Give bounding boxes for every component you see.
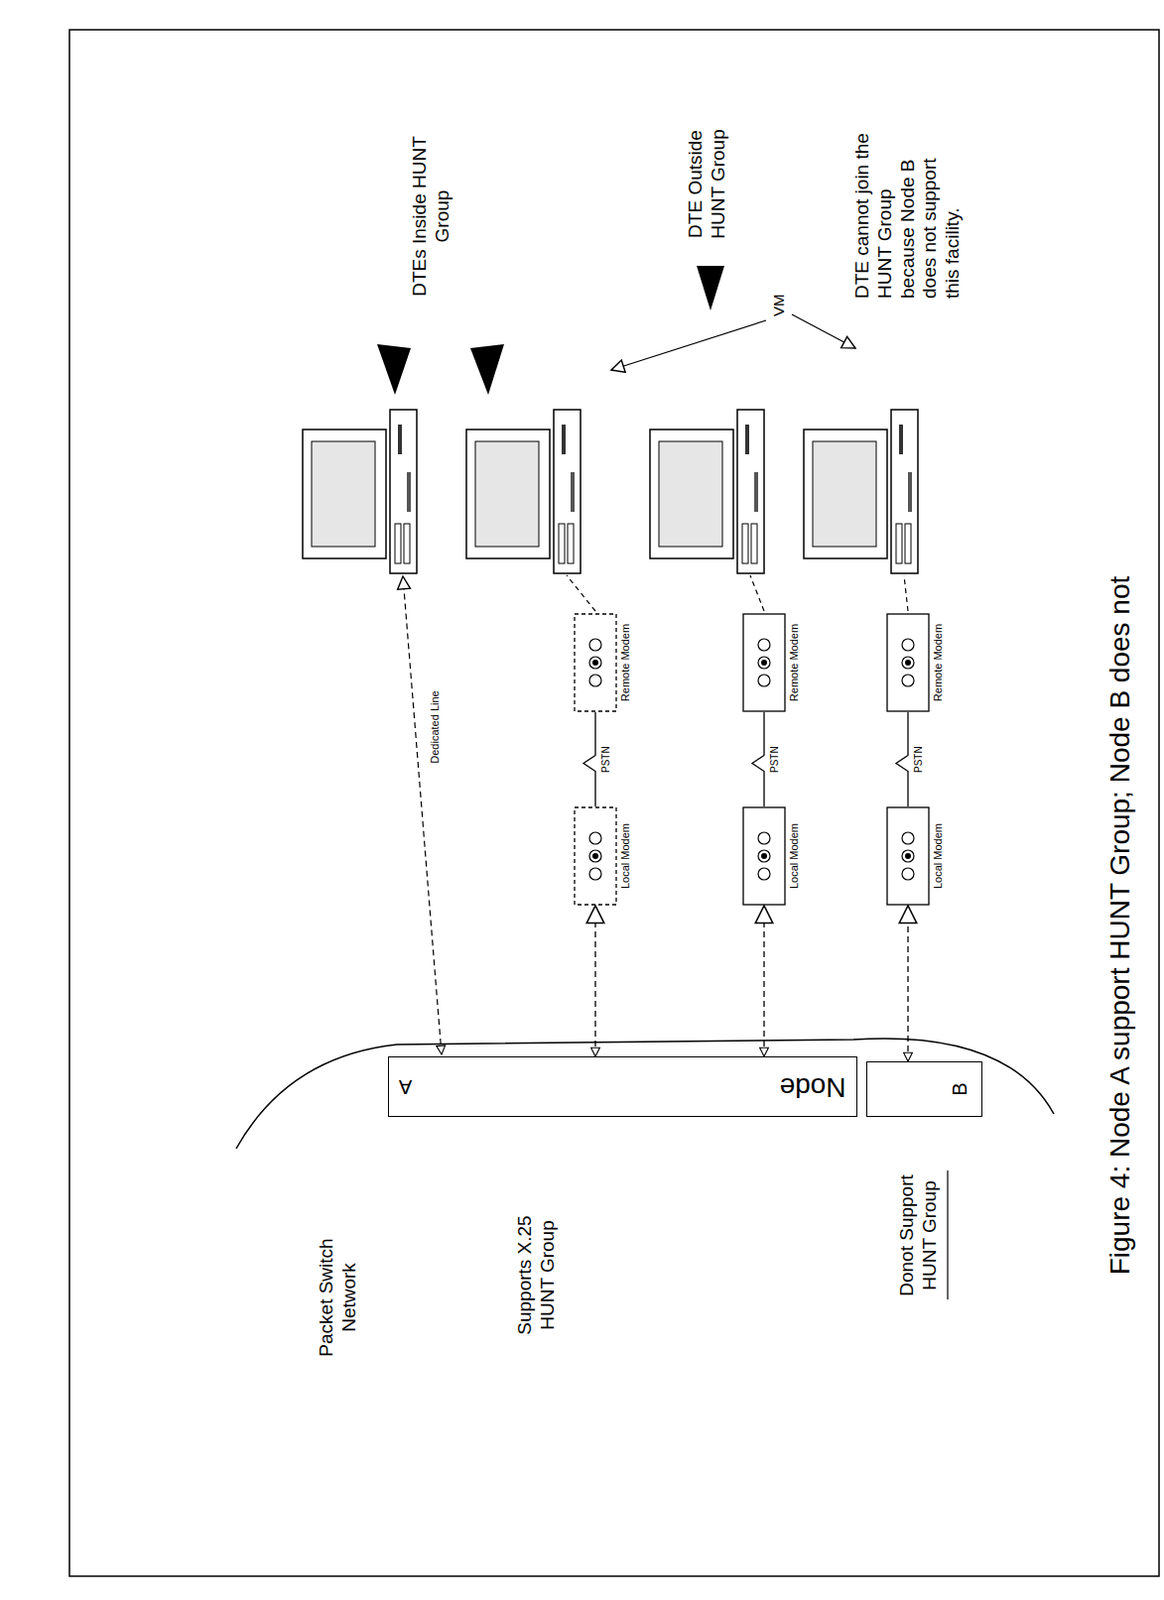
modem-lamp [758, 850, 771, 863]
modem-lamp [905, 659, 911, 666]
modem-label: Remote Modem [787, 624, 801, 702]
modem-symbol [742, 806, 786, 906]
modem-lamp [902, 850, 914, 863]
modem-to-dte-line [750, 575, 765, 612]
modem-lamp [592, 659, 599, 666]
network-node: A Node [388, 1056, 858, 1118]
modem-box: Remote Modem [573, 613, 633, 713]
modem-to-dte-line [904, 575, 908, 612]
edge-label: PSTN [600, 744, 613, 776]
edge-label: PSTN [769, 744, 781, 776]
connector [906, 905, 908, 1062]
connector [752, 712, 765, 807]
modem-symbol [573, 613, 618, 713]
node-label: A [398, 1075, 412, 1099]
computer-symbol [649, 409, 765, 574]
annotation: Supports X.25 HUNT Group [514, 1188, 560, 1363]
annotation: Packet Switch Network [315, 1233, 362, 1363]
annotation: VM [770, 276, 788, 317]
computer-symbol [302, 409, 417, 574]
modem-symbol [886, 806, 930, 906]
modem-lamp [758, 674, 771, 687]
modem-body [743, 807, 785, 906]
modem-lamp [758, 639, 771, 651]
modem-lamp [758, 832, 771, 845]
modem-lamp [905, 853, 911, 860]
pointer-triangle [696, 265, 725, 311]
modem-symbol [573, 806, 618, 906]
modem-label: Local Modem [931, 823, 945, 890]
underline [946, 1170, 948, 1300]
dedicated-line [402, 576, 442, 1055]
modem-lamp [589, 868, 602, 881]
modem-lamp [761, 659, 768, 666]
modem-label: Remote Modem [619, 624, 633, 702]
network-boundary [236, 1038, 1054, 1150]
pointer-triangle [377, 344, 411, 395]
modem-box: Local Modem [742, 806, 801, 906]
modem-body [887, 807, 929, 906]
modem-to-dte-line [566, 575, 596, 612]
connector [896, 712, 908, 807]
modem-lamp [758, 868, 771, 881]
modem-lamp [589, 639, 602, 651]
modem-box: Remote Modem [886, 613, 945, 713]
vm-pointer [611, 320, 767, 371]
modem-label: Remote Modem [931, 624, 945, 702]
annotation: Dedicated Line [428, 682, 442, 773]
modem-box: Remote Modem [742, 613, 801, 713]
node-label: B [948, 1082, 972, 1096]
computer-symbol [466, 409, 581, 574]
connector [763, 905, 765, 1057]
figure-frame [69, 29, 1160, 1577]
modem-lamp [589, 850, 602, 863]
modem-label: Local Modem [787, 823, 801, 890]
modem-body [574, 807, 617, 906]
modem-lamp [902, 674, 914, 687]
modem-lamp [758, 656, 771, 669]
vm-pointer [791, 314, 856, 349]
pointer-triangle [470, 344, 505, 395]
modem-lamp [589, 656, 602, 669]
network-node: B [866, 1061, 983, 1118]
modem-lamp [592, 853, 599, 860]
connector [594, 905, 596, 1057]
modem-lamp [589, 832, 602, 845]
modem-lamp [902, 656, 914, 669]
annotation: DTE cannot join the HUNT Group because N… [851, 125, 965, 299]
modem-box: Local Modem [886, 806, 945, 906]
modem-body [574, 614, 617, 712]
figure-caption: Figure 4: Node A support HUNT Group; Nod… [1103, 429, 1138, 1423]
edge-label: PSTN [912, 744, 925, 776]
modem-lamp [902, 639, 914, 651]
modem-symbol [886, 613, 930, 713]
modem-body [743, 614, 785, 712]
modem-symbol [742, 613, 786, 713]
computer-symbol [803, 409, 918, 574]
annotation: DTE Outside HUNT Group [684, 112, 731, 257]
modem-lamp [902, 832, 914, 845]
annotation: DTEs Inside HUNT Group [408, 122, 455, 311]
annotation: Donot Support HUNT Group [896, 1168, 942, 1303]
modem-box: Local Modem [573, 806, 633, 906]
connector [583, 712, 596, 807]
modem-lamp [589, 674, 602, 687]
modem-lamp [761, 853, 768, 860]
node-label: Node [779, 1070, 847, 1103]
modem-body [887, 614, 929, 712]
modem-lamp [902, 868, 914, 881]
modem-label: Local Modem [619, 823, 633, 890]
